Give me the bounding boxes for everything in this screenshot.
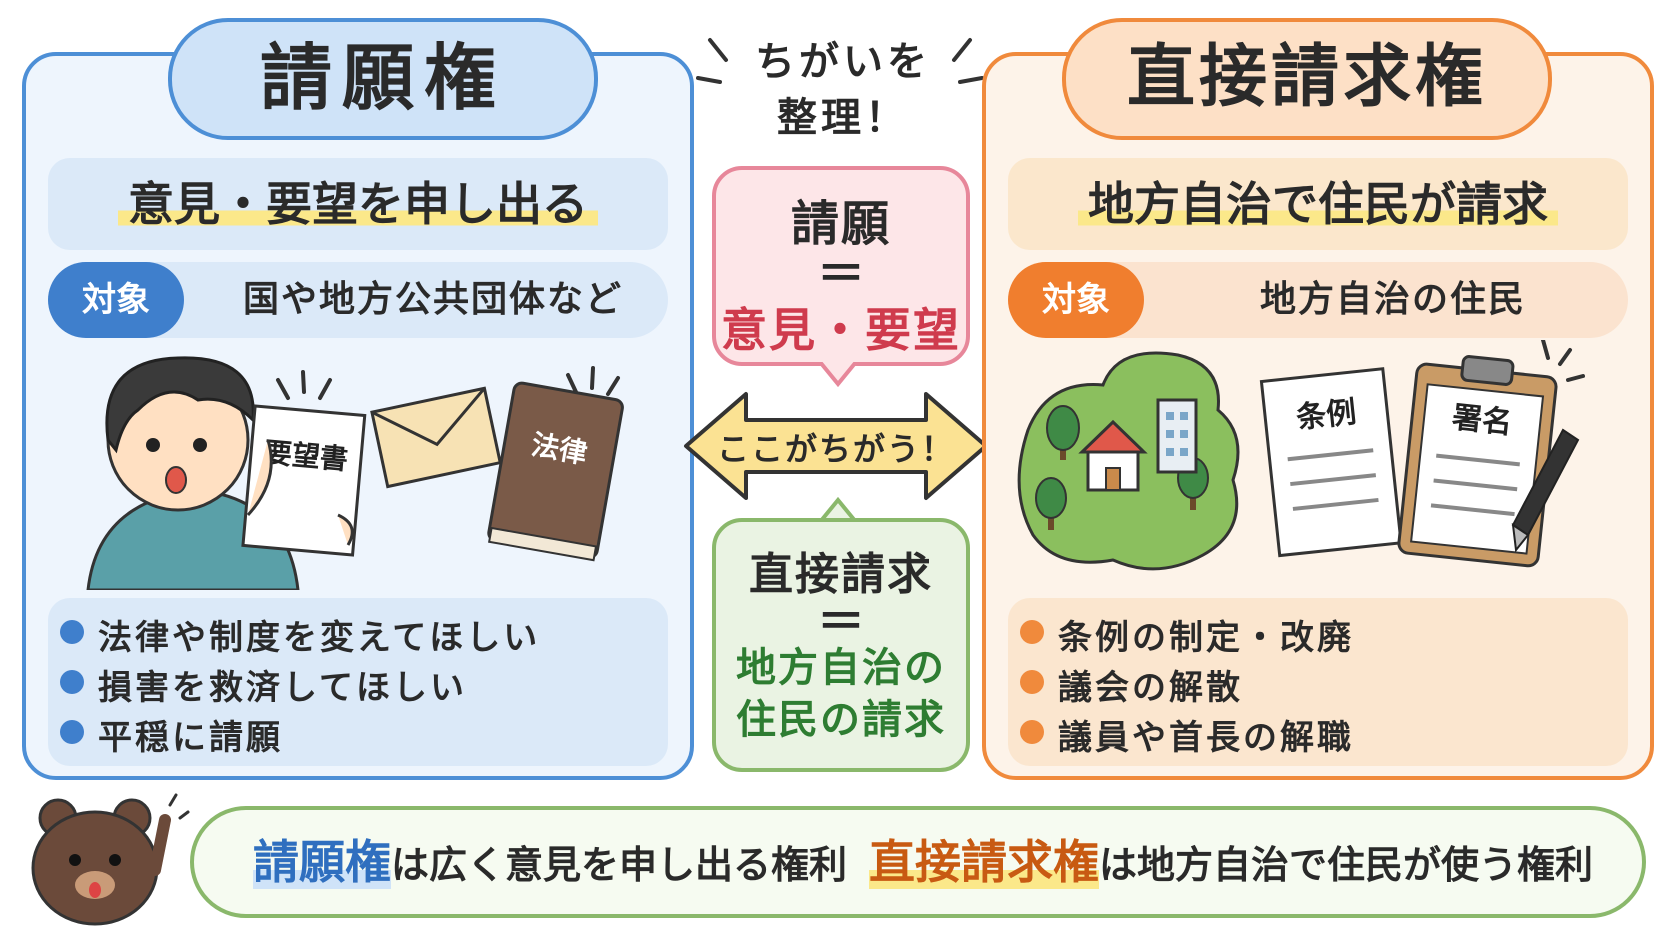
seigan-title: 請願権: [168, 18, 598, 140]
seigan-subtitle: 意見・要望を申し出る: [118, 177, 598, 231]
list-item: 議会の解散: [1020, 660, 1243, 709]
emphasis-lines-icon: [276, 370, 332, 400]
seigan-summary-bubble: 請願 ＝ 意見・要望: [712, 166, 970, 366]
difference-arrow: ここがちがう！: [682, 390, 990, 502]
envelope-icon: [370, 386, 502, 489]
house-icon: [1078, 419, 1148, 492]
bullet-dot-icon: [60, 620, 84, 644]
bubble-top-equals: ＝: [816, 246, 865, 302]
bullet-dot-icon: [1020, 620, 1044, 644]
center-heading-line1: ちがいを: [755, 39, 931, 85]
bullet-dot-icon: [60, 670, 84, 694]
request-paper-icon: 要望書: [241, 404, 367, 557]
tree-icon: [1046, 405, 1080, 460]
clipboard-icon: 署名: [1397, 355, 1558, 568]
seigan-target-badge: 対象: [48, 262, 184, 338]
bubble-bottom-body-line2: 住民の請求: [736, 697, 946, 743]
summary-text: 請願権は広く意見を申し出る権利直接請求権は地方自治で住民が使う権利: [224, 810, 1622, 917]
tree-icon: [1035, 477, 1067, 530]
sparkle-lines-icon: [696, 38, 984, 84]
summary-term-seigan: 請願権: [252, 835, 391, 889]
bear-mascot-icon: [31, 793, 190, 926]
chokusetsu-illustration: 条例 署名: [1017, 340, 1585, 571]
pen-icon: [1511, 428, 1580, 553]
list-item: 条例の制定・改廃: [1020, 610, 1354, 659]
bubble-bottom-title: 直接請求: [749, 549, 933, 600]
summary-text-seigan: は広く意見を申し出る権利: [390, 843, 847, 887]
bubble-top-title: 請願: [790, 196, 891, 252]
list-item: 損害を救済してほしい: [60, 660, 467, 709]
ordinance-label: 条例: [1295, 395, 1358, 436]
bullet-dot-icon: [1020, 670, 1044, 694]
bubble-bottom-body-line1: 地方自治の: [736, 645, 946, 691]
signature-label: 署名: [1450, 400, 1513, 441]
chokusetsu-target-row: 対象 地方自治の住民: [1008, 262, 1628, 338]
chokusetsu-target-text: 地方自治の住民: [1259, 279, 1526, 320]
seigan-target-row: 対象 国や地方公共団体など: [48, 262, 668, 338]
chokusetsu-examples: 条例の制定・改廃 議会の解散 議員や首長の解職: [1008, 598, 1628, 766]
building-icon: [1156, 398, 1198, 474]
bubble-bottom-equals: ＝: [816, 594, 865, 650]
request-paper-label: 要望書: [263, 436, 350, 476]
list-item: 平穏に請願: [60, 710, 283, 759]
ordinance-document-icon: 条例: [1259, 367, 1403, 558]
chokusetsu-summary-bubble: 直接請求 ＝ 地方自治の 住民の請求: [712, 518, 970, 772]
chokusetsu-target-badge: 対象: [1008, 262, 1144, 338]
list-item: 議員や首長の解職: [1020, 710, 1354, 759]
bullet-dot-icon: [60, 720, 84, 744]
seigan-subtitle-box: 意見・要望を申し出る: [48, 158, 668, 250]
chokusetsu-title: 直接請求権: [1062, 18, 1552, 140]
chokusetsu-subtitle-box: 地方自治で住民が請求: [1008, 158, 1628, 250]
seigan-examples: 法律や制度を変えてほしい 損害を救済してほしい 平穏に請願: [48, 598, 668, 766]
law-book-icon: 法律: [487, 381, 624, 562]
seigan-target-text: 国や地方公共団体など: [242, 279, 623, 320]
seigan-illustration: 要望書 法律: [86, 356, 624, 590]
bullet-dot-icon: [1020, 720, 1044, 744]
list-item: 法律や制度を変えてほしい: [60, 610, 540, 659]
bubble-top-tail: [818, 362, 858, 388]
bubble-bottom-tail: [818, 496, 858, 522]
bubble-top-body: 意見・要望: [721, 303, 961, 357]
chokusetsu-subtitle: 地方自治で住民が請求: [1078, 177, 1558, 231]
town-map-icon: [1017, 351, 1240, 571]
center-heading-line2: 整理！: [777, 95, 909, 141]
summary-bar: 請願権は広く意見を申し出る権利直接請求権は地方自治で住民が使う権利: [190, 806, 1646, 918]
summary-term-chokusetsu: 直接請求権: [869, 835, 1099, 889]
summary-text-chokusetsu: は地方自治で住民が使う権利: [1099, 843, 1594, 887]
difference-arrow-label: ここがちがう！: [716, 430, 955, 468]
